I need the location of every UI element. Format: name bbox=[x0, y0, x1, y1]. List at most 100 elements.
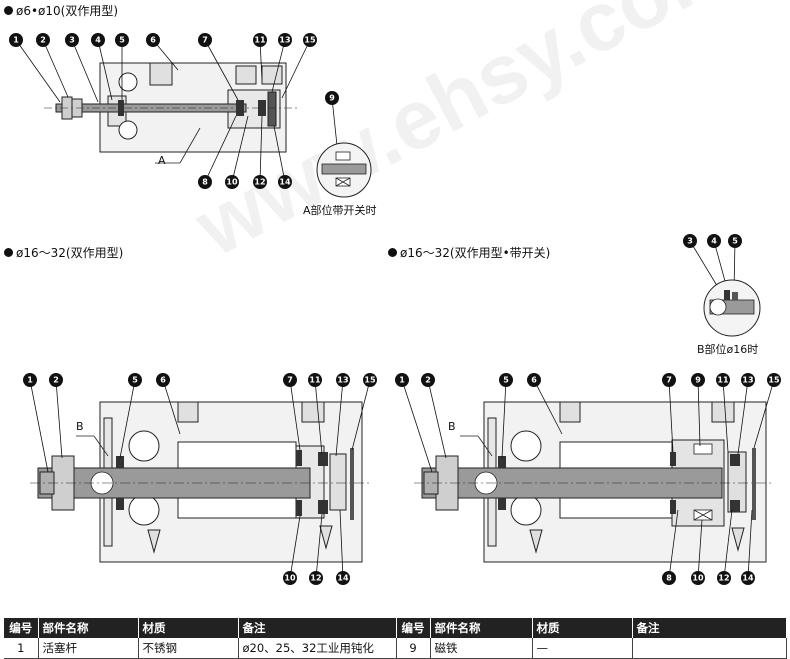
callout-4: 4 bbox=[707, 234, 721, 248]
svg-text:10: 10 bbox=[226, 178, 238, 187]
svg-text:15: 15 bbox=[768, 376, 780, 385]
callout-15: 15 bbox=[303, 33, 317, 47]
table-cell: 9 bbox=[396, 638, 431, 659]
callout-14: 14 bbox=[336, 571, 350, 585]
svg-text:9: 9 bbox=[695, 376, 701, 385]
svg-text:11: 11 bbox=[254, 36, 266, 45]
callout-14: 14 bbox=[278, 175, 292, 189]
svg-text:14: 14 bbox=[279, 178, 291, 187]
svg-text:5: 5 bbox=[503, 376, 509, 385]
callout-5: 5 bbox=[499, 373, 513, 387]
callout-9: 9 bbox=[691, 373, 705, 387]
header-cell: 编号 bbox=[396, 618, 431, 638]
table-cell: 不锈钢 bbox=[138, 638, 239, 659]
label-a: A bbox=[158, 154, 166, 167]
svg-text:9: 9 bbox=[329, 94, 335, 103]
callout-1: 1 bbox=[9, 33, 23, 47]
heading-small-bore: ø6•ø10(双作用型) bbox=[4, 2, 118, 19]
detail-b-caption: B部位ø16时 bbox=[697, 343, 759, 356]
detail-a-circle bbox=[316, 142, 372, 198]
svg-text:6: 6 bbox=[531, 376, 537, 385]
svg-text:14: 14 bbox=[337, 574, 349, 583]
svg-text:11: 11 bbox=[717, 376, 729, 385]
callout-14: 14 bbox=[741, 571, 755, 585]
callout-3: 3 bbox=[65, 33, 79, 47]
header-cell: 备注 bbox=[632, 618, 787, 638]
callout-10: 10 bbox=[691, 571, 705, 585]
callout-10: 10 bbox=[225, 175, 239, 189]
svg-text:14: 14 bbox=[742, 574, 754, 583]
svg-text:13: 13 bbox=[742, 376, 753, 385]
svg-text:13: 13 bbox=[337, 376, 348, 385]
callout-11: 11 bbox=[716, 373, 730, 387]
heading-double-acting-text: ø16～32(双作用型) bbox=[16, 246, 124, 260]
callout-13: 13 bbox=[741, 373, 755, 387]
svg-text:1: 1 bbox=[13, 36, 19, 45]
callout-6: 6 bbox=[146, 33, 160, 47]
label-b-right: B bbox=[448, 420, 456, 433]
callout-8: 8 bbox=[662, 571, 676, 585]
svg-text:12: 12 bbox=[310, 574, 321, 583]
svg-text:6: 6 bbox=[150, 36, 156, 45]
header-cell: 部件名称 bbox=[430, 618, 533, 638]
svg-text:10: 10 bbox=[284, 574, 296, 583]
callout-11: 11 bbox=[308, 373, 322, 387]
svg-text:11: 11 bbox=[309, 376, 321, 385]
svg-text:12: 12 bbox=[254, 178, 265, 187]
callout-4: 4 bbox=[91, 33, 105, 47]
svg-text:7: 7 bbox=[287, 376, 293, 385]
svg-text:3: 3 bbox=[69, 36, 75, 45]
label-b-left: B bbox=[76, 420, 84, 433]
callout-5: 5 bbox=[115, 33, 129, 47]
table-cell: 磁铁 bbox=[430, 638, 533, 659]
callout-1: 1 bbox=[395, 373, 409, 387]
table-cell bbox=[632, 638, 787, 659]
callout-5: 5 bbox=[128, 373, 142, 387]
svg-text:3: 3 bbox=[687, 237, 693, 246]
table-cell: 活塞杆 bbox=[38, 638, 139, 659]
callout-8: 8 bbox=[198, 175, 212, 189]
callout-3: 3 bbox=[683, 234, 697, 248]
heading-double-acting-switch: ø16～32(双作用型•带开关) bbox=[388, 244, 550, 261]
callout-10: 10 bbox=[283, 571, 297, 585]
svg-text:15: 15 bbox=[304, 36, 316, 45]
table-cell: — bbox=[532, 638, 633, 659]
callout-5: 5 bbox=[728, 234, 742, 248]
header-cell: 备注 bbox=[238, 618, 397, 638]
svg-text:7: 7 bbox=[202, 36, 208, 45]
callout-2: 2 bbox=[49, 373, 63, 387]
svg-text:8: 8 bbox=[202, 178, 208, 187]
svg-text:2: 2 bbox=[53, 376, 59, 385]
heading-double-acting: ø16～32(双作用型) bbox=[4, 244, 123, 261]
callout-6: 6 bbox=[527, 373, 541, 387]
header-cell: 编号 bbox=[4, 618, 39, 638]
callout-2: 2 bbox=[36, 33, 50, 47]
svg-text:13: 13 bbox=[279, 36, 290, 45]
svg-text:7: 7 bbox=[666, 376, 672, 385]
bullet-icon bbox=[388, 248, 397, 257]
callout-6: 6 bbox=[156, 373, 170, 387]
svg-text:2: 2 bbox=[425, 376, 431, 385]
callout-13: 13 bbox=[278, 33, 292, 47]
table-header-row: 编号 部件名称 材质 备注 编号 部件名称 材质 备注 bbox=[4, 618, 787, 638]
table-cell: ø20、25、32工业用钝化 bbox=[238, 638, 397, 659]
header-cell: 材质 bbox=[138, 618, 239, 638]
bullet-icon bbox=[4, 6, 13, 15]
callout-12: 12 bbox=[309, 571, 323, 585]
svg-text:1: 1 bbox=[27, 376, 33, 385]
diagram-small-bore: 1 2 3 4 5 6 7 11 13 15 8 10 12 14 9 bbox=[9, 33, 372, 198]
detail-b: 3 4 5 bbox=[683, 234, 761, 337]
svg-text:8: 8 bbox=[666, 574, 672, 583]
header-cell: 部件名称 bbox=[38, 618, 139, 638]
svg-text:6: 6 bbox=[160, 376, 166, 385]
callout-1: 1 bbox=[23, 373, 37, 387]
callout-15: 15 bbox=[767, 373, 781, 387]
callout-15: 15 bbox=[363, 373, 377, 387]
detail-a-caption: A部位带开关时 bbox=[303, 204, 377, 217]
callout-13: 13 bbox=[336, 373, 350, 387]
callout-7: 7 bbox=[283, 373, 297, 387]
callout-12: 12 bbox=[717, 571, 731, 585]
svg-text:10: 10 bbox=[692, 574, 704, 583]
table-cell: 1 bbox=[4, 638, 39, 659]
callout-7: 7 bbox=[198, 33, 212, 47]
